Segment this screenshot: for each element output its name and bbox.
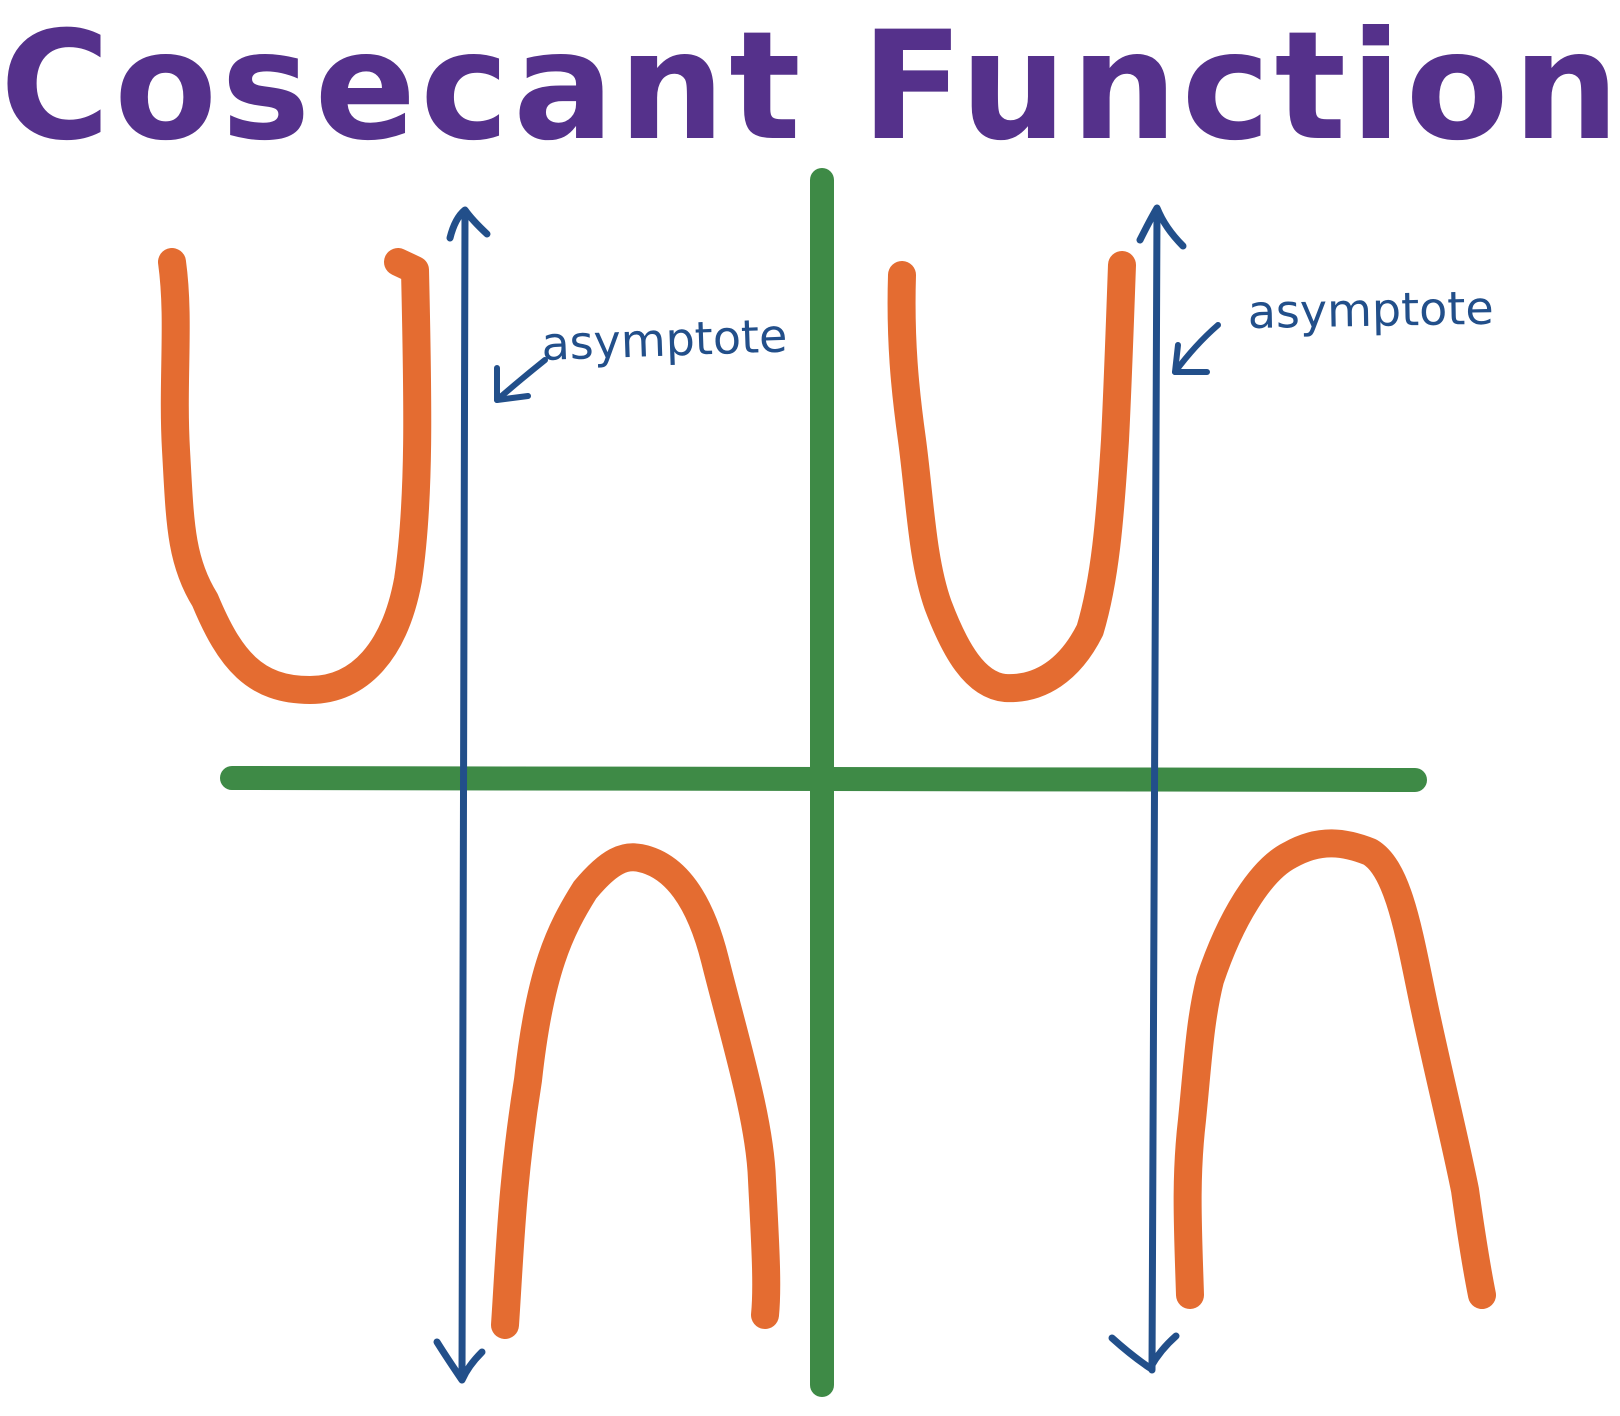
curve-branch-upper-right: [887, 251, 1136, 703]
axes: [220, 168, 1427, 1397]
asymptote-label-left: asymptote: [540, 308, 788, 371]
arrowhead-down-right: [1108, 1332, 1180, 1372]
pointer-arrow-left: [494, 357, 548, 403]
asymptote-line-left: [433, 206, 491, 1384]
arrowhead-up-right: [1136, 204, 1187, 250]
curve-branch-upper-left: [158, 248, 432, 704]
curve-branch-lower-right: [1173, 829, 1496, 1309]
cosecant-curves: [158, 248, 1496, 1339]
arrowhead-up-left: [446, 206, 491, 242]
curve-branch-lower-left: [491, 843, 781, 1339]
horizontal-axis: [220, 766, 1427, 792]
asymptote-line-right: [1108, 204, 1187, 1374]
asymptotes: [433, 204, 1187, 1384]
arrowhead-down-left: [433, 1338, 486, 1384]
label-pointers: [494, 322, 1221, 403]
diagram-title: Cosecant Function: [0, 0, 1620, 174]
asymptote-label-right: asymptote: [1247, 281, 1494, 339]
pointer-arrow-right: [1172, 322, 1221, 375]
